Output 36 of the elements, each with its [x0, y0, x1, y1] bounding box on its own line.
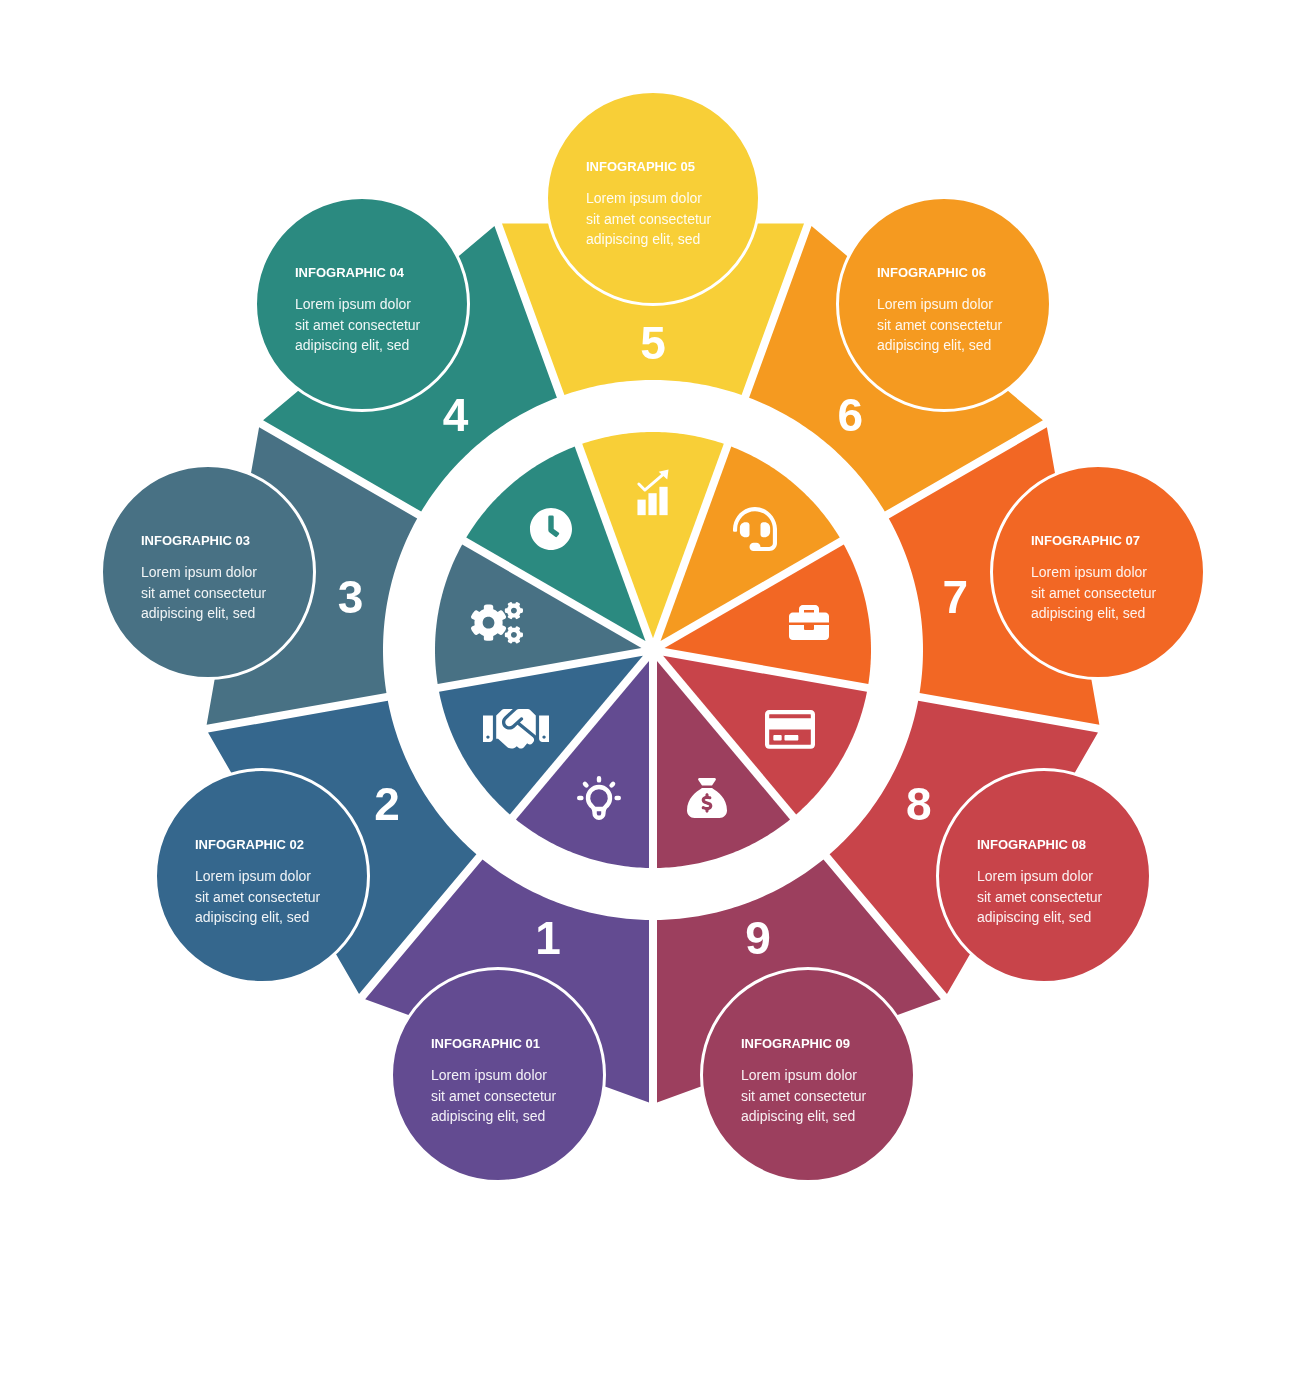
step-number: 1: [535, 915, 561, 962]
pie-wedge: [664, 544, 871, 684]
step-number: 9: [745, 915, 771, 962]
pie-wedge: [466, 446, 646, 642]
pie-wedge: [582, 432, 724, 639]
step-number: 5: [640, 320, 666, 366]
circle-text: Lorem ipsum dolor sit amet consectetur adipiscing elit, sed: [741, 1066, 868, 1126]
circle-title: INFOGRAPHIC 07: [1031, 533, 1141, 549]
circle-title: INFOGRAPHIC 09: [741, 1036, 851, 1052]
circle-text: Lorem ipsum dolor sit amet consectetur adipiscing elit, sed: [1031, 563, 1158, 623]
step-number: 2: [374, 780, 400, 827]
circle-text: Lorem ipsum dolor sit amet consectetur adipiscing elit, sed: [586, 189, 713, 249]
pie-wedge: [515, 660, 649, 868]
circle-text: Lorem ipsum dolor sit amet consectetur adipiscing elit, sed: [977, 867, 1104, 927]
circle-title: INFOGRAPHIC 04: [295, 265, 405, 281]
step-number: 3: [337, 573, 364, 620]
pie-wedge: [439, 655, 643, 815]
step-number: 8: [906, 780, 932, 827]
circle-text: Lorem ipsum dolor sit amet consectetur adipiscing elit, sed: [195, 867, 322, 927]
step-number: 4: [442, 391, 469, 438]
pie-wedge: [660, 446, 840, 642]
pie-wedge: [657, 660, 791, 868]
pie-wedge: [435, 544, 642, 684]
circle-text: Lorem ipsum dolor sit amet consectetur adipiscing elit, sed: [295, 295, 422, 355]
circle-title: INFOGRAPHIC 01: [431, 1036, 541, 1052]
circle-title: INFOGRAPHIC 06: [877, 265, 987, 281]
circle-title: INFOGRAPHIC 03: [141, 533, 251, 549]
circle-text: Lorem ipsum dolor sit amet consectetur adipiscing elit, sed: [877, 295, 1004, 355]
pie-wedge: [663, 655, 867, 815]
circle-title: INFOGRAPHIC 02: [195, 837, 305, 853]
circle-title: INFOGRAPHIC 08: [977, 837, 1087, 853]
circle-title: INFOGRAPHIC 05: [586, 159, 696, 175]
step-number: 6: [837, 391, 864, 438]
step-number: 7: [942, 573, 969, 620]
circle-text: Lorem ipsum dolor sit amet consectetur adipiscing elit, sed: [431, 1066, 558, 1126]
circle-text: Lorem ipsum dolor sit amet consectetur adipiscing elit, sed: [141, 563, 268, 623]
